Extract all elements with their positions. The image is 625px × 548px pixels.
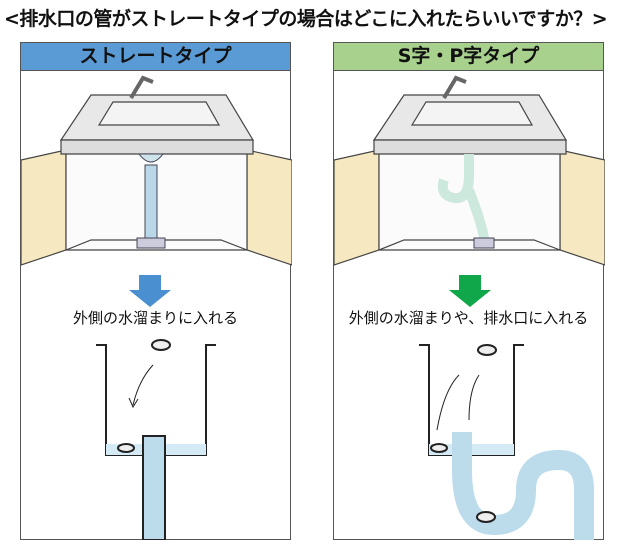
down-arrow-icon	[129, 275, 171, 307]
straight-pipe	[136, 153, 166, 249]
straight-sink-illustration	[21, 75, 292, 540]
s-trap-sink-illustration	[334, 75, 605, 540]
s-p-type-panel: S字・P字タイプ	[333, 42, 605, 540]
panel-header: ストレートタイプ	[21, 43, 290, 71]
sink-cabinet	[334, 75, 605, 266]
panel-caption: 外側の水溜まりや、排水口に入れる	[348, 309, 589, 327]
panel-header: S字・P字タイプ	[334, 43, 603, 71]
sink-cabinet	[21, 75, 292, 266]
panel-caption: 外側の水溜まりに入れる	[72, 309, 238, 327]
straight-type-panel: ストレートタイプ	[20, 42, 292, 540]
pipe-base	[473, 237, 495, 249]
s-trap-drain-cross-section	[419, 344, 594, 540]
down-arrow-icon	[449, 275, 491, 307]
straight-drain-cross-section	[96, 339, 216, 540]
page-title: <排水口の管がストレートタイプの場合はどこに入れたらいいですか？>	[4, 8, 608, 30]
